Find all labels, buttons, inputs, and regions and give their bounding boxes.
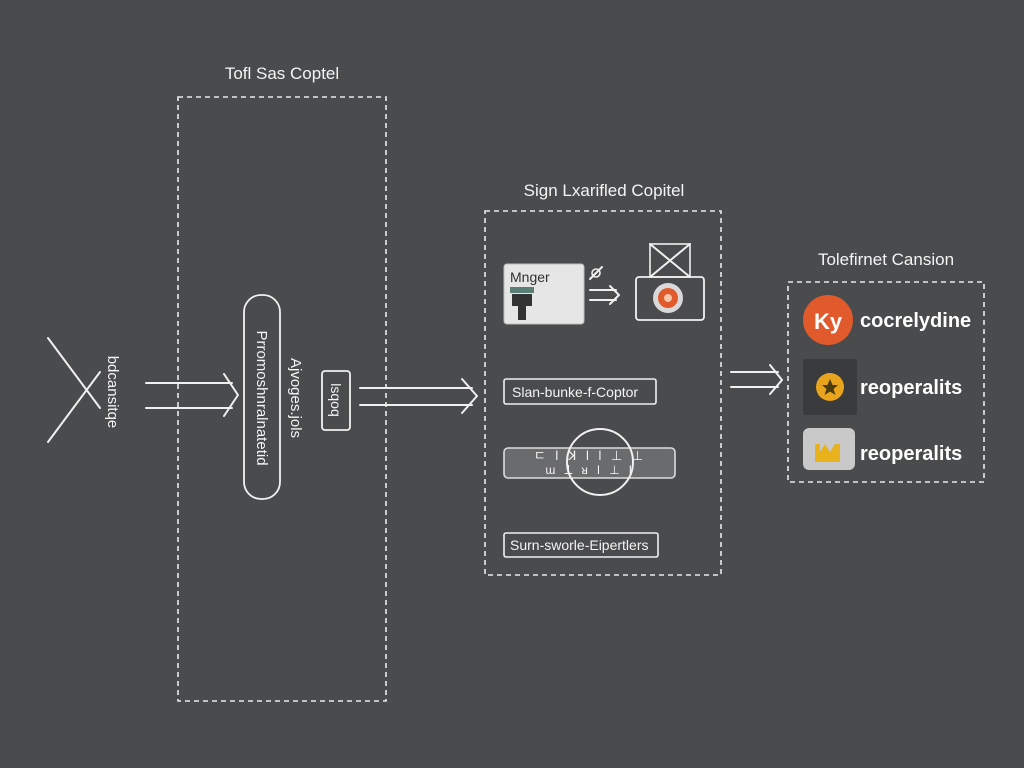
camera-top-cross — [649, 243, 691, 278]
middle-group-title: Sign Lxarifled Copitel — [524, 181, 685, 200]
left-badge-label: lsqoq — [328, 383, 344, 416]
source-node: bdcansitqe — [47, 337, 121, 443]
middle-panel-1-outline — [503, 378, 657, 405]
source-x-stroke-b — [47, 371, 101, 443]
left-pill-node: Prromoshnralnatetid Ajvoges.jols — [243, 294, 304, 500]
left-badge-node: lsqoq — [321, 370, 351, 431]
left-group-title: Tofl Sas Coptel — [225, 64, 339, 83]
monitor-label: Mnger — [510, 269, 550, 285]
right-item-3-crown-icon — [815, 444, 840, 462]
monitor-device-top — [510, 287, 534, 293]
middle-panel-3: Surn-sworle-Eipertlers — [503, 532, 659, 558]
middle-panel-3-label: Surn-sworle-Eipertlers — [510, 537, 648, 553]
left-group-box — [177, 96, 387, 702]
arrow-left-to-middle-group — [359, 378, 478, 414]
middle-panel-3-outline — [503, 532, 659, 558]
source-x-stroke-a — [47, 337, 101, 409]
right-item-3: reoperalits — [803, 428, 962, 470]
left-pill-sublabel: Ajvoges.jols — [287, 358, 304, 438]
middle-group-box — [484, 210, 722, 576]
right-item-2-label: reoperalits — [860, 377, 962, 399]
middle-panel-1: Slan-bunke-f-Coptor — [503, 378, 657, 405]
middle-panel-2-ring — [566, 428, 634, 496]
middle-panel-1-label: Slan-bunke-f-Coptor — [512, 384, 638, 400]
right-item-1: Ky cocrelydine — [803, 295, 971, 345]
right-item-2: reoperalits — [803, 359, 962, 415]
right-item-1-label: cocrelydine — [860, 310, 971, 332]
right-item-1-icon — [803, 295, 853, 345]
right-item-3-icon-bg — [803, 428, 855, 470]
monitor-node: Mnger — [503, 263, 585, 325]
right-group-title: Tolefirnet Cansion — [818, 250, 954, 269]
source-label: bdcansitqe — [104, 356, 121, 429]
middle-panel-2: ㄷ Ɩ ꓘ Ɩ Ɩ ⊥ ⊥ ɯ ꓕ ᴚ Ɩ ⊥ Ɩ — [503, 428, 676, 496]
camera-top-box — [649, 243, 691, 278]
gear-small-icon — [589, 266, 603, 280]
arrow-monitor-to-camera — [589, 285, 620, 305]
arrow-source-to-left-group — [145, 373, 239, 417]
middle-panel-2-top-text: ㄷ Ɩ ꓘ Ɩ Ɩ ⊥ ⊥ — [534, 448, 646, 463]
left-pill-label: Prromoshnralnatetid — [253, 330, 270, 465]
middle-panel-2-bottom-text: ɯ ꓕ ᴚ Ɩ ⊥ Ɩ — [545, 463, 634, 477]
left-badge-outline — [321, 370, 351, 431]
camera-node — [635, 243, 705, 321]
arrow-middle-to-right-group — [730, 364, 783, 395]
right-item-3-label: reoperalits — [860, 443, 962, 465]
right-item-1-icon-text: Ky — [814, 309, 843, 334]
monitor-device-stem — [518, 306, 526, 320]
monitor-device-body — [512, 294, 532, 306]
right-item-2-star-icon — [822, 379, 838, 395]
camera-lens-center — [664, 294, 672, 302]
left-pill-outline — [243, 294, 281, 500]
